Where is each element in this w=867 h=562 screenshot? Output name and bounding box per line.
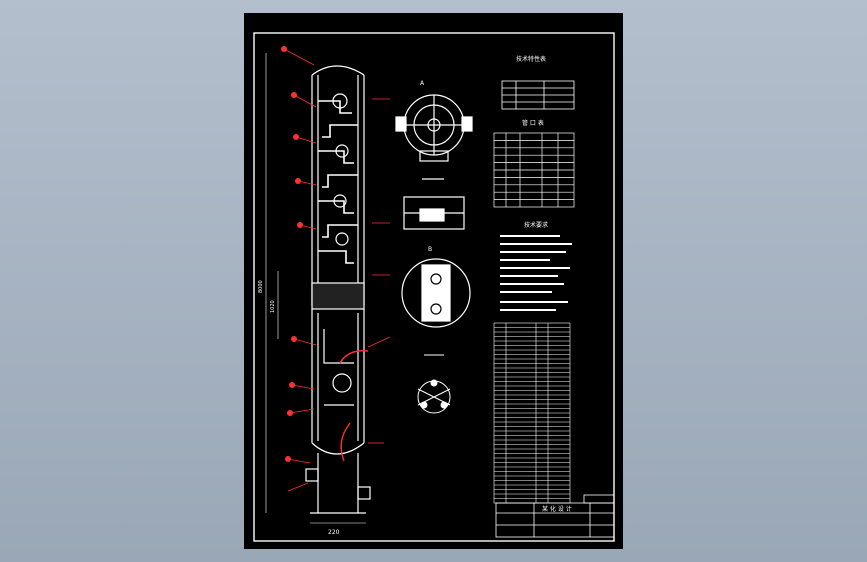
detail-view-a xyxy=(395,94,473,162)
sheet-border xyxy=(253,32,615,542)
dim-left-2: 8000 xyxy=(258,280,264,293)
dim-bottom-label: 220 xyxy=(328,529,340,536)
requirements-lines xyxy=(500,235,572,311)
nozzle-table xyxy=(493,132,575,208)
detail-b-label: B xyxy=(428,246,432,253)
flange-detail xyxy=(417,354,451,414)
detail-view-b xyxy=(401,258,471,328)
title-block xyxy=(495,494,615,538)
nozzle-table-title: 管 口 表 xyxy=(522,119,544,127)
dim-left-1: 1020 xyxy=(270,300,276,313)
annotation-balloons xyxy=(281,46,303,462)
title-block-text: 某 化 设 计 xyxy=(542,505,572,513)
tower-column xyxy=(305,65,371,514)
cad-drawing: 220 1020 8000 A B 技术特性表 xyxy=(253,32,615,542)
parts-list xyxy=(493,322,571,504)
tech-params-table xyxy=(501,80,575,110)
annotation-leaders xyxy=(283,48,391,492)
requirements-title: 技术要求 xyxy=(524,221,548,229)
section-view xyxy=(403,178,465,230)
detail-a-label: A xyxy=(420,80,425,87)
drawing-sheet: 220 1020 8000 A B 技术特性表 xyxy=(244,13,623,549)
tech-params-title: 技术特性表 xyxy=(516,55,546,63)
